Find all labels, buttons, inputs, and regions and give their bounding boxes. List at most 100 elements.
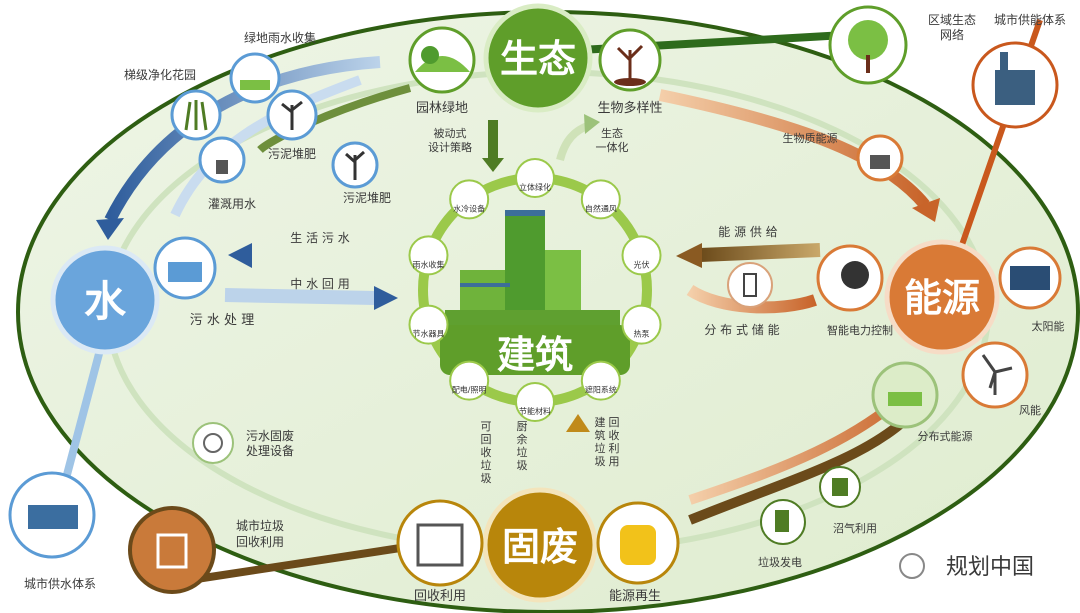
biomass-icon [856, 134, 904, 182]
city-recycle-bin-icon [128, 506, 216, 594]
irrigation-label: 灌溉用水 [208, 197, 256, 211]
passive-line2: 设计策略 [428, 140, 472, 154]
domestic-water-label: 生 活 污 水 [290, 231, 349, 245]
energy-hub-label: 能源 [904, 276, 980, 320]
sewage-treatment-label: 污 水 处 理 [190, 313, 254, 328]
eco-energy-arrow-head [912, 198, 940, 222]
building-ring-item-circle [580, 360, 621, 401]
passive-design-arrow-head [482, 158, 504, 172]
building-hub-label: 建筑 [497, 333, 573, 377]
waste-energy-arrow [688, 416, 909, 525]
building-ring-item: 自然通风 [580, 179, 621, 220]
building-ring-item: 光伏 [621, 235, 662, 276]
kitchen-label: 厨余垃圾 [517, 420, 528, 472]
wind-label: 风能 [1019, 403, 1041, 417]
construction-recycle-label-2: 回收利用 [609, 416, 620, 468]
garden-label: 园林绿地 [416, 101, 468, 116]
eco-integration-arrow-head [584, 114, 600, 134]
waste-power-label: 垃圾发电 [758, 555, 802, 569]
solar-icon [998, 246, 1062, 310]
rain-collection-label: 绿地雨水收集 [244, 30, 316, 45]
recycling-line [189, 541, 421, 584]
battery-icon [727, 262, 773, 308]
sludge-compost-label-1: 污泥堆肥 [268, 147, 316, 161]
smart-control-icon [816, 244, 884, 312]
building-ring-item-circle [408, 235, 449, 276]
building-ring-item-label: 雨水收集 [412, 259, 444, 269]
waste-hub-label: 固废 [502, 525, 578, 569]
distributed-storage-label: 分 布 式 储 能 [704, 322, 779, 337]
building-ring-item-circle [408, 304, 449, 345]
sludge-compost-icon-2 [331, 141, 379, 189]
energy-supply-arrow [699, 243, 821, 262]
domestic-water-arrow-head [228, 243, 252, 268]
water-cycle-arrow-inner [170, 75, 362, 218]
sludge-compost-label-2: 污泥堆肥 [343, 191, 391, 205]
building-ring-item-label: 自然通风 [585, 203, 617, 213]
building-ring-item-label: 水冷设备 [453, 203, 485, 213]
building-ring-item: 立体绿化 [515, 158, 555, 198]
building-ring-item: 节能材料 [515, 382, 555, 422]
sludge-equipment-icon [192, 422, 234, 464]
watermark: 规划中国 [899, 553, 1034, 580]
cascade-garden-icon [170, 89, 222, 141]
watermark-text: 规划中国 [946, 555, 1034, 580]
biodiversity-icon [598, 28, 662, 92]
building-ring-item-label: 立体绿化 [519, 182, 551, 192]
building-ring-item-circle [621, 304, 662, 345]
energy-supply-arrow-head [676, 243, 702, 268]
reclaimed-water-arrow-head [374, 286, 398, 310]
building-ring-item-circle [580, 179, 621, 220]
water-arrow-head [96, 218, 124, 240]
recycling-bag-icon [396, 499, 484, 587]
wind-icon [961, 341, 1029, 409]
regional-network-label: 区域生态网络 [928, 13, 976, 42]
building-ring-item-circle [515, 382, 555, 422]
biogas-icon [819, 466, 861, 508]
sludge-equipment-label: 污水固废处理设备 [246, 428, 294, 458]
building-ring-item-circle [449, 360, 490, 401]
recyclable-label: 可回收垃圾 [481, 420, 492, 485]
building-ring-item-label: 节水器具 [412, 329, 444, 339]
energy-hub-circle [884, 239, 1000, 355]
irrigation-icon [198, 136, 246, 184]
eco-energy-arrow [658, 89, 930, 209]
building-ring-item-circle [449, 179, 490, 220]
building-ring-item-circle [515, 158, 555, 198]
waste-power-icon [760, 499, 806, 545]
sludge-compost-icon-1 [266, 89, 318, 141]
building-ring-item: 热泵 [621, 304, 662, 345]
building-ring-item-label: 光伏 [634, 259, 650, 269]
rain-collection-icon [229, 52, 281, 104]
sewage-treatment-icon [153, 236, 217, 300]
city-water-label: 城市供水体系 [24, 576, 96, 591]
regional-network-icon [828, 5, 908, 85]
cascade-garden-label: 梯级净化花园 [124, 67, 196, 82]
energy-supply-label: 能 源 供 给 [718, 225, 777, 239]
eco-hub-circle [483, 3, 593, 113]
construction-recycle-label: 建筑垃圾 [595, 415, 606, 468]
building-ring-item-circle [621, 235, 662, 276]
distributed-energy-icon [871, 361, 939, 429]
distributed-energy-label: 分布式能源 [918, 429, 973, 443]
smart-control-label: 智能电力控制 [827, 323, 893, 337]
waste-hub-circle [482, 487, 598, 603]
city-water-plant-icon [8, 471, 96, 559]
factory-icon [971, 41, 1059, 129]
building-ring-item: 节水器具 [408, 304, 449, 345]
building-ring-item-label: 节能材料 [519, 406, 551, 416]
city-recycle-label: 城市垃圾回收利用 [236, 518, 284, 549]
biomass-label: 生物质能源 [783, 131, 838, 145]
gold-up-arrow-head [566, 414, 590, 432]
solar-label: 太阳能 [1032, 319, 1065, 333]
water-hub-label: 水 [84, 277, 127, 326]
building-illustration [440, 210, 630, 375]
passive-line1: 被动式 [434, 127, 467, 140]
biogas-label: 沼气利用 [833, 521, 877, 535]
reclaimed-water-label: 中 水 回 用 [290, 276, 349, 291]
energy-regen-bin-icon [596, 501, 680, 585]
energy-regen-label: 能源再生 [609, 589, 661, 604]
integration-label: 生态一体化 [596, 126, 629, 154]
